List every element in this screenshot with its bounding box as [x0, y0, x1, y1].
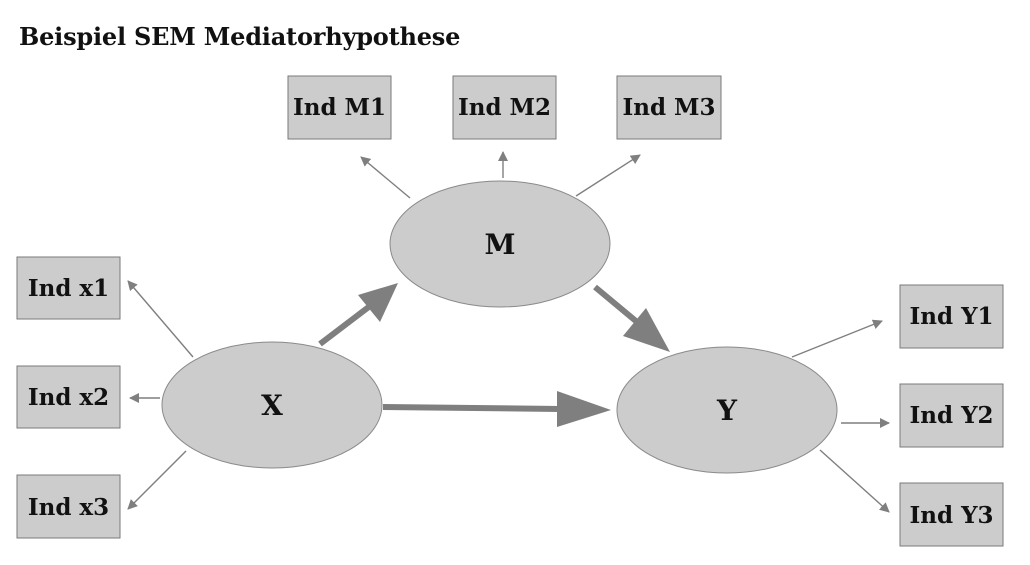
svg-text:X: X [261, 389, 283, 422]
indicator-y1: Ind Y1 [899, 284, 1004, 349]
arrow-y-to-y1 [791, 319, 883, 358]
latent-m: M [389, 180, 611, 308]
svg-text:Ind x2: Ind x2 [28, 384, 109, 411]
path-m-to-y [593, 284, 670, 352]
arrow-x-to-x3 [127, 450, 187, 510]
indicator-y2: Ind Y2 [899, 383, 1004, 448]
svg-text:Ind Y3: Ind Y3 [910, 502, 994, 529]
indicator-x2: Ind x2 [16, 365, 121, 429]
svg-text:Ind M3: Ind M3 [622, 94, 715, 121]
svg-text:Ind Y1: Ind Y1 [910, 303, 994, 330]
arrow-m-to-m3 [575, 154, 641, 197]
indicator-m3: Ind M3 [616, 75, 722, 140]
svg-text:Ind M1: Ind M1 [293, 94, 386, 121]
svg-text:Y: Y [716, 394, 738, 427]
indicator-x3: Ind x3 [16, 474, 121, 539]
indicator-y3: Ind Y3 [899, 482, 1004, 547]
svg-text:Ind x3: Ind x3 [28, 494, 109, 521]
svg-text:Ind x1: Ind x1 [28, 275, 109, 302]
svg-text:Ind Y2: Ind Y2 [910, 402, 994, 429]
arrow-x-to-x1 [127, 280, 194, 358]
indicator-m2: Ind M2 [452, 75, 557, 140]
svg-text:M: M [485, 228, 516, 261]
svg-text:Ind M2: Ind M2 [458, 94, 551, 121]
path-x-to-y [382, 391, 611, 427]
diagram-title: Beispiel SEM Mediatorhypothese [19, 22, 461, 51]
indicator-x1: Ind x1 [16, 256, 121, 320]
arrow-y-to-y3 [819, 449, 890, 513]
arrow-m-to-m1 [360, 156, 411, 199]
path-x-to-m [318, 283, 398, 347]
indicator-m1: Ind M1 [287, 75, 392, 140]
latent-y: Y [616, 346, 838, 474]
latent-x: X [161, 341, 383, 469]
